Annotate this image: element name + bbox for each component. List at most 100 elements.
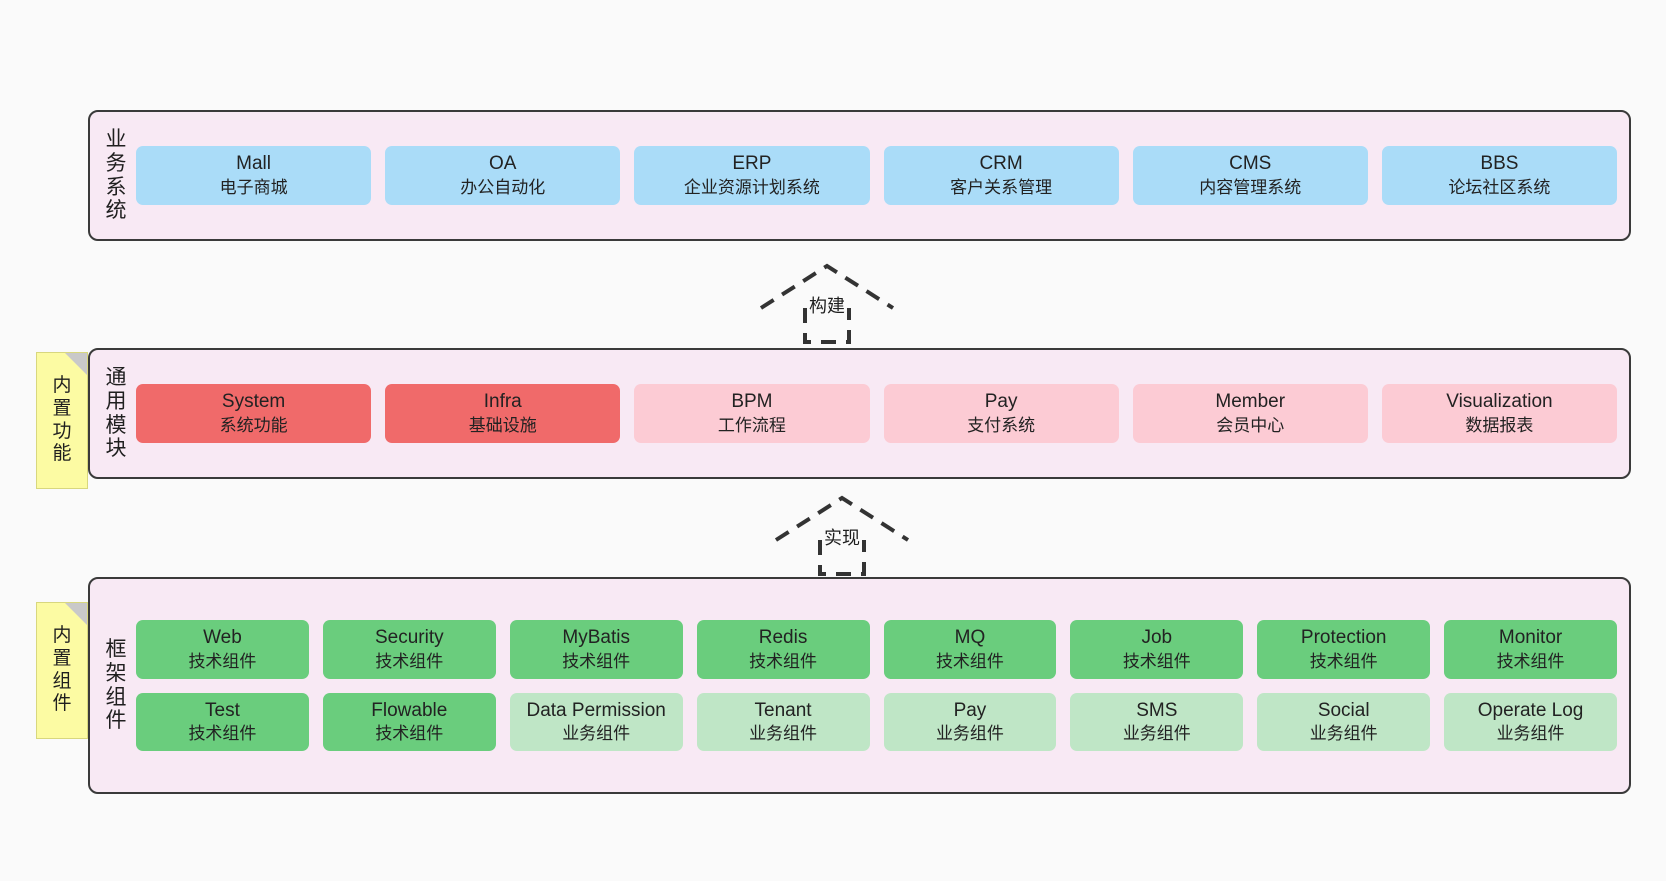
arrow-head-implement-icon	[774, 495, 910, 542]
module-card-name: SMS	[1136, 699, 1178, 721]
module-card-name: BBS	[1480, 153, 1519, 175]
layer-label-framework-components: 框架组件	[96, 589, 136, 782]
layer-label-char: 系	[105, 175, 127, 199]
connector-build-label: 构建	[809, 296, 845, 316]
module-card-desc: 工作流程	[717, 415, 786, 435]
arrow-shaft-implement-icon	[818, 540, 866, 576]
sticky-note-char: 组	[52, 670, 72, 692]
module-card-desc: 办公自动化	[460, 177, 546, 197]
module-card-desc: 内容管理系统	[1199, 177, 1302, 197]
module-card-name: Flowable	[371, 699, 448, 721]
module-card-name: Web	[203, 627, 242, 649]
layer-label-char: 组	[105, 685, 127, 709]
module-card-desc: 技术组件	[935, 651, 1004, 671]
module-card-name: Protection	[1300, 627, 1387, 649]
module-card-name: Redis	[758, 627, 808, 649]
module-card-desc: 技术组件	[1496, 651, 1565, 671]
module-card-desc: 技术组件	[1122, 651, 1191, 671]
module-card-desc: 技术组件	[1309, 651, 1378, 671]
module-card-name: Pay	[984, 391, 1018, 413]
module-card-desc: 业务组件	[1122, 723, 1191, 743]
connector-build: 构建	[757, 260, 897, 345]
module-card-desc: 论坛社区系统	[1448, 177, 1551, 197]
module-card-desc: 技术组件	[562, 651, 631, 671]
layer-label-char: 块	[105, 437, 127, 461]
connector-implement: 实现	[772, 492, 912, 577]
sticky-note-char: 功	[52, 420, 72, 442]
module-card-desc: 技术组件	[749, 651, 818, 671]
module-card-name: BPM	[731, 391, 773, 413]
module-card-name: Mall	[236, 153, 271, 175]
module-card-desc: 技术组件	[188, 651, 257, 671]
module-card-name: Infra	[483, 391, 522, 413]
module-card-desc: 系统功能	[219, 415, 288, 435]
module-card-name: Pay	[953, 699, 987, 721]
sticky-note-char: 能	[52, 443, 72, 465]
module-card-name: Security	[374, 627, 444, 649]
layer-label-char: 统	[105, 199, 127, 223]
module-card-desc: 技术组件	[375, 723, 444, 743]
module-card-name: Test	[205, 699, 240, 721]
sticky-note-char: 件	[52, 693, 72, 715]
module-card-name: OA	[489, 153, 517, 175]
module-card-name: ERP	[732, 153, 772, 175]
module-card-name: Member	[1215, 391, 1286, 413]
layer-label-char: 业	[105, 128, 127, 152]
module-card-name: MyBatis	[562, 627, 630, 649]
sticky-note-char: 内	[52, 374, 72, 396]
sticky-note-char: 置	[52, 397, 72, 419]
sticky-note-builtin-features: 内置功能	[36, 352, 88, 489]
sticky-note-char: 置	[52, 647, 72, 669]
module-card-desc: 业务组件	[562, 723, 631, 743]
module-card-desc: 业务组件	[749, 723, 818, 743]
module-card-name: Job	[1141, 627, 1173, 649]
note-fold-corner-icon	[65, 353, 87, 375]
layer-label-char: 框	[105, 638, 127, 662]
module-card-desc: 数据报表	[1465, 415, 1534, 435]
module-card-desc: 会员中心	[1216, 415, 1285, 435]
module-card-desc: 业务组件	[1496, 723, 1565, 743]
sticky-note-char: 内	[52, 624, 72, 646]
module-card-name: Monitor	[1498, 627, 1563, 649]
module-card-desc: 企业资源计划系统	[683, 177, 820, 197]
layer-label-char: 模	[105, 413, 127, 437]
module-card-desc: 电子商城	[219, 177, 288, 197]
module-card-name: MQ	[954, 627, 986, 649]
layer-label-char: 通	[105, 366, 127, 390]
connector-implement-label: 实现	[824, 528, 860, 548]
